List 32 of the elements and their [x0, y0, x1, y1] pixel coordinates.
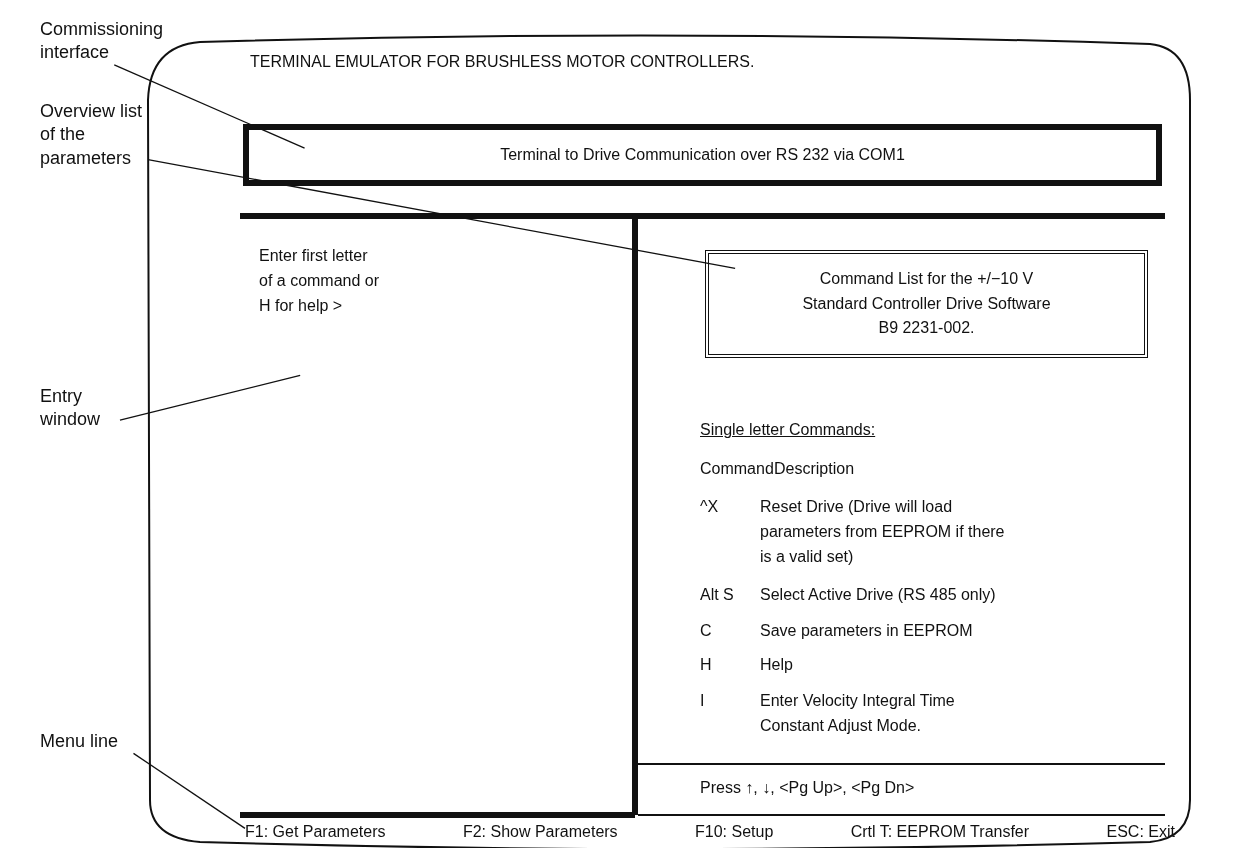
command-description: Enter Velocity Integral Time Constant Adjust Mode.	[760, 691, 956, 736]
column-heading: Description	[774, 459, 855, 479]
menu-item: F10: Setup	[695, 822, 774, 842]
command-key: ^X	[700, 495, 719, 519]
command-key: I	[700, 689, 705, 713]
menu-item: Crtl T: EEPROM Transfer	[850, 822, 1030, 842]
callout-text: Commissioning interface	[40, 18, 175, 65]
command-list-text: Command List for the +/−10 V Standard Controller Drive Software B9 2231-002.	[801, 268, 1052, 339]
command-key: H	[700, 653, 712, 677]
command-description: Reset Drive (Drive will load parameters from EEPROM if there is a valid set)	[760, 497, 1006, 567]
section-heading: Single letter Commands:	[700, 420, 876, 440]
leader-line	[113, 64, 306, 149]
column-heading: Command	[700, 459, 774, 479]
command-description: Save parameters in EEPROM	[760, 621, 973, 641]
callout-text: Entry window	[40, 385, 120, 432]
command-description: Help	[760, 655, 793, 675]
command-description: Select Active Drive (RS 485 only)	[760, 585, 996, 605]
header-box: Terminal to Drive Communication over RS 232 via COM1	[243, 124, 1162, 186]
command-key: Alt S	[700, 583, 734, 607]
prompt-text: Enter first letter of a command or H for help >	[259, 246, 381, 316]
command-list-box	[705, 250, 1148, 358]
menu-item: F1: Get Parameters	[245, 822, 386, 842]
screen-title: TERMINAL EMULATOR FOR BRUSHLESS MOTOR CONTROLLERS.	[250, 52, 755, 72]
leader-line	[147, 159, 736, 269]
menu-item: F2: Show Parameters	[462, 822, 618, 842]
leader-line	[132, 752, 246, 830]
callout-text: Overview list of the parameters	[40, 100, 148, 171]
leader-line	[119, 374, 301, 421]
navigation-hint: Press ↑, ↓, <Pg Up>, <Pg Dn>	[700, 778, 915, 798]
command-key: C	[700, 619, 712, 643]
callout-text: Menu line	[40, 730, 150, 754]
menu-item: ESC: Exit	[1106, 822, 1175, 842]
